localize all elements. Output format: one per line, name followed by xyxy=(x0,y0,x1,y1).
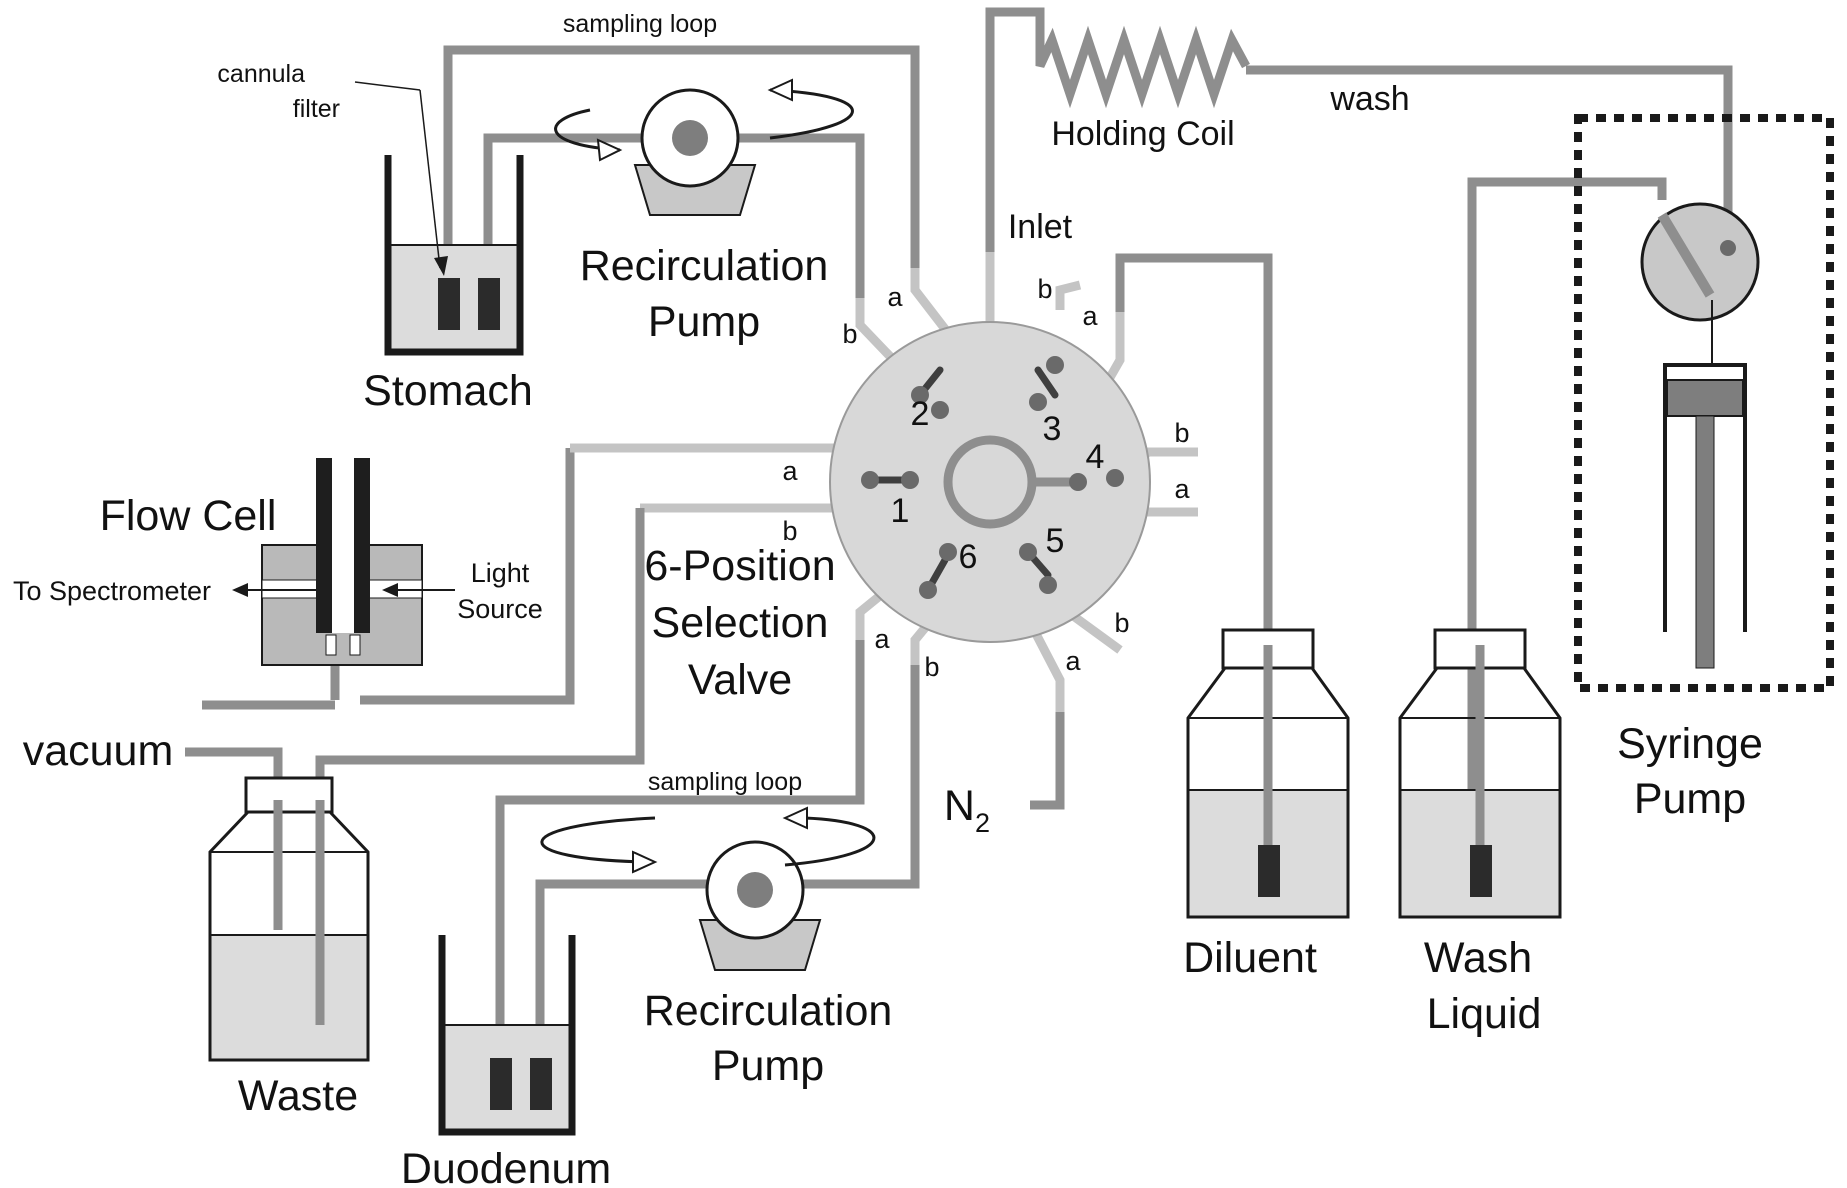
recirc-pump-bottom-line1: Recirculation xyxy=(644,987,893,1035)
duodenum-return-filter-icon xyxy=(530,1058,552,1110)
port-2-number: 2 xyxy=(911,395,930,433)
arrow-left-icon xyxy=(782,806,808,830)
recirculation-pump-bottom xyxy=(540,806,876,971)
cannula-filter-icon xyxy=(438,278,460,330)
valve-label-line1: 6-Position xyxy=(644,542,835,590)
wash-label: wash xyxy=(1329,80,1409,118)
port-3-b: b xyxy=(1037,274,1052,304)
diluent-filter-icon xyxy=(1258,845,1280,897)
valve-label-line3: Valve xyxy=(688,656,792,704)
valve-port-labels: 1 a b 2 a b 3 a b 4 a b 5 a b 6 a b xyxy=(782,274,1190,682)
syringe-pump-line2: Pump xyxy=(1634,775,1746,823)
syringe-pump xyxy=(1574,114,1834,692)
return-filter-icon xyxy=(478,278,500,330)
flow-cell xyxy=(232,458,455,666)
recirculation-pump-top xyxy=(554,78,854,216)
port-4-b: b xyxy=(1174,418,1189,448)
stomach-label: Stomach xyxy=(363,367,533,415)
to-spectrometer-label: To Spectrometer xyxy=(13,576,211,606)
port-1-b: b xyxy=(782,516,797,546)
diluent-tube xyxy=(1115,253,1273,845)
port-1-a: a xyxy=(782,456,798,486)
port-4-number: 4 xyxy=(1086,438,1105,476)
diluent-label: Diluent xyxy=(1183,934,1317,982)
light-label-line1: Light xyxy=(471,558,530,588)
port-5-a: a xyxy=(1065,646,1081,676)
arrow-left-icon xyxy=(767,78,793,102)
valve-label-line2: Selection xyxy=(652,599,829,647)
selection-valve xyxy=(829,321,1151,643)
cannula-label-line1: cannula xyxy=(217,60,305,88)
vacuum-label: vacuum xyxy=(23,727,174,775)
port-4-a: a xyxy=(1174,474,1190,504)
port-2-b: b xyxy=(842,319,857,349)
flowcell-outlet-tube xyxy=(360,448,575,705)
wash-liquid-line1: Wash xyxy=(1424,934,1532,982)
sampling-loop-bottom-label: sampling loop xyxy=(648,768,802,796)
arrow-right-icon xyxy=(596,138,623,162)
recirc-pump-bottom-line2: Pump xyxy=(712,1042,824,1090)
syringe-pump-line1: Syringe xyxy=(1617,720,1763,768)
port-2-a: a xyxy=(887,282,903,312)
port-5-number: 5 xyxy=(1046,522,1065,560)
waste-bottle xyxy=(208,776,370,1062)
inlet-label: Inlet xyxy=(1008,208,1073,246)
n2-tube xyxy=(1030,712,1065,810)
syringe-valve-icon xyxy=(1640,202,1760,322)
n2-label: N2 xyxy=(944,782,990,838)
recirc-pump-top-line2: Pump xyxy=(648,298,760,346)
duodenum-sampling-loop-tube xyxy=(495,640,865,1058)
wash-filter-icon xyxy=(1470,845,1492,897)
light-arrow-icon xyxy=(382,583,398,597)
port-6-a: a xyxy=(874,624,890,654)
port3-b-stub xyxy=(1055,280,1082,310)
port-5-b: b xyxy=(1114,608,1129,638)
wash-liquid-line2: Liquid xyxy=(1427,990,1542,1038)
cannula-pointer-2 xyxy=(419,89,441,269)
flow-cell-label: Flow Cell xyxy=(100,492,277,540)
duodenum-filter-icon xyxy=(490,1058,512,1110)
recirc-pump-top-line1: Recirculation xyxy=(580,242,829,290)
port-1-number: 1 xyxy=(891,492,910,530)
port-3-number: 3 xyxy=(1043,410,1062,448)
duodenum-label: Duodenum xyxy=(401,1145,611,1188)
stomach-sampling-loop-tube xyxy=(443,45,920,298)
cannula-arrow-icon xyxy=(434,256,448,276)
cannula-pointer xyxy=(354,81,421,91)
wash-line-tube xyxy=(1246,65,1733,248)
spectrometer-arrow-icon xyxy=(232,583,248,597)
port-3-a: a xyxy=(1082,301,1098,331)
holding-coil-label: Holding Coil xyxy=(1051,115,1234,153)
sampling-loop-top-label: sampling loop xyxy=(563,10,717,38)
duodenum-vessel xyxy=(438,935,576,1136)
port-6-number: 6 xyxy=(959,538,978,576)
port-6-b: b xyxy=(924,652,939,682)
holding-coil-icon xyxy=(1035,25,1250,109)
waste-label: Waste xyxy=(238,1072,358,1120)
arrow-right-icon xyxy=(632,850,658,874)
light-label-line2: Source xyxy=(457,594,543,624)
stomach-vessel xyxy=(384,155,524,356)
cannula-label-line2: filter xyxy=(293,95,340,123)
wash-liquid-tube xyxy=(1467,177,1667,845)
inlet-tube-upper xyxy=(985,7,1045,252)
